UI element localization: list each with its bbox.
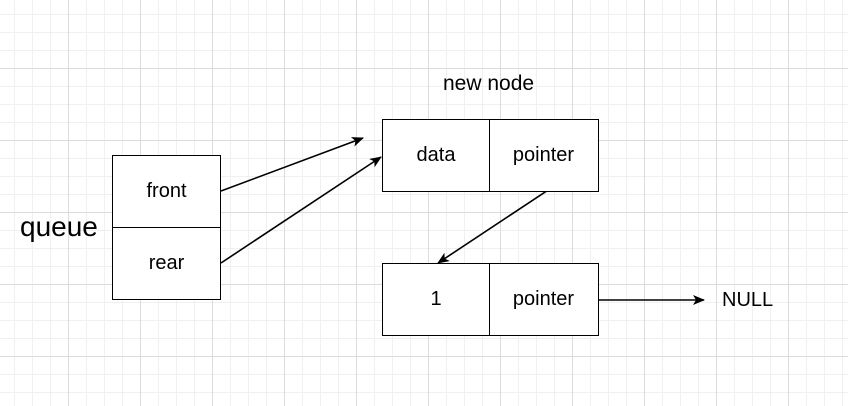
- new-node-data-field: data: [383, 120, 490, 191]
- queue-front-field: front: [113, 156, 220, 228]
- new-node-pointer-field: pointer: [512, 144, 575, 166]
- existing-node-pointer-field: pointer: [512, 288, 575, 310]
- queue-rear-field: rear: [148, 252, 185, 274]
- rear-to-new-node-arrow: [220, 156, 382, 264]
- queue-label: queue: [20, 211, 98, 242]
- new-node-box: data pointer: [382, 119, 599, 192]
- queue-struct-box: front rear: [112, 155, 221, 300]
- existing-node-data-field: 1: [383, 264, 490, 335]
- existing-node-box: 1 pointer: [382, 263, 599, 336]
- front-to-new-node-arrow: [220, 137, 364, 192]
- null-label: NULL: [722, 289, 774, 311]
- new-node-label: new node: [443, 72, 535, 95]
